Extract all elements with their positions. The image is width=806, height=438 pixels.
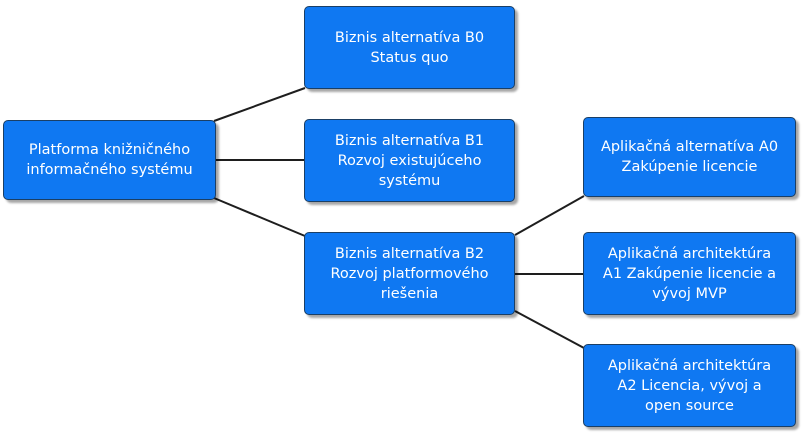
node-a2-line1: Aplikačná architektúra xyxy=(607,357,772,374)
node-a2[interactable]: Aplikačná architektúra A2 Licencia, vývo… xyxy=(583,344,796,427)
node-a2-line3: open source xyxy=(645,397,734,414)
node-a1-line1: Aplikačná architektúra xyxy=(607,245,772,262)
node-a0-line2: Zakúpenie licencie xyxy=(621,159,758,175)
node-b1-line1: Biznis alternatíva B1 xyxy=(334,132,485,149)
node-a0[interactable]: Aplikačná alternatíva A0 Zakúpenie licen… xyxy=(583,117,796,197)
node-b0-line2: Status quo xyxy=(370,49,449,66)
node-root-line2: informačného systému xyxy=(26,162,193,178)
node-b2[interactable]: Biznis alternatíva B2 Rozvoj platformové… xyxy=(304,232,515,315)
node-b0[interactable]: Biznis alternatíva B0 Status quo xyxy=(304,6,515,89)
node-b1-line2: Rozvoj existujúceho xyxy=(337,152,482,169)
node-b1-line3: systému xyxy=(378,172,441,189)
node-b2-line2: Rozvoj platformového xyxy=(330,265,489,282)
node-root[interactable]: Platforma knižničného informačného systé… xyxy=(3,120,216,200)
node-a0-line1: Aplikačná alternatíva A0 xyxy=(600,139,779,155)
node-a2-line2: A2 Licencia, vývoj a xyxy=(617,377,762,394)
node-b1[interactable]: Biznis alternatíva B1 Rozvoj existujúceh… xyxy=(304,119,515,202)
connector-b2-a0 xyxy=(514,195,585,236)
connector-root-b2 xyxy=(213,197,306,237)
node-a1[interactable]: Aplikačná architektúra A1 Zakúpenie lice… xyxy=(583,232,796,315)
connector-root-b0 xyxy=(213,87,306,122)
node-b2-line1: Biznis alternatíva B2 xyxy=(334,245,485,262)
node-root-line1: Platforma knižničného xyxy=(28,142,191,158)
node-a1-line3: vývoj MVP xyxy=(652,285,727,302)
connector-b2-a2 xyxy=(514,310,585,349)
node-a1-line2: A1 Zakúpenie licencie a xyxy=(602,265,777,282)
node-b2-line3: riešenia xyxy=(380,285,439,302)
node-b0-line1: Biznis alternatíva B0 xyxy=(334,29,485,46)
